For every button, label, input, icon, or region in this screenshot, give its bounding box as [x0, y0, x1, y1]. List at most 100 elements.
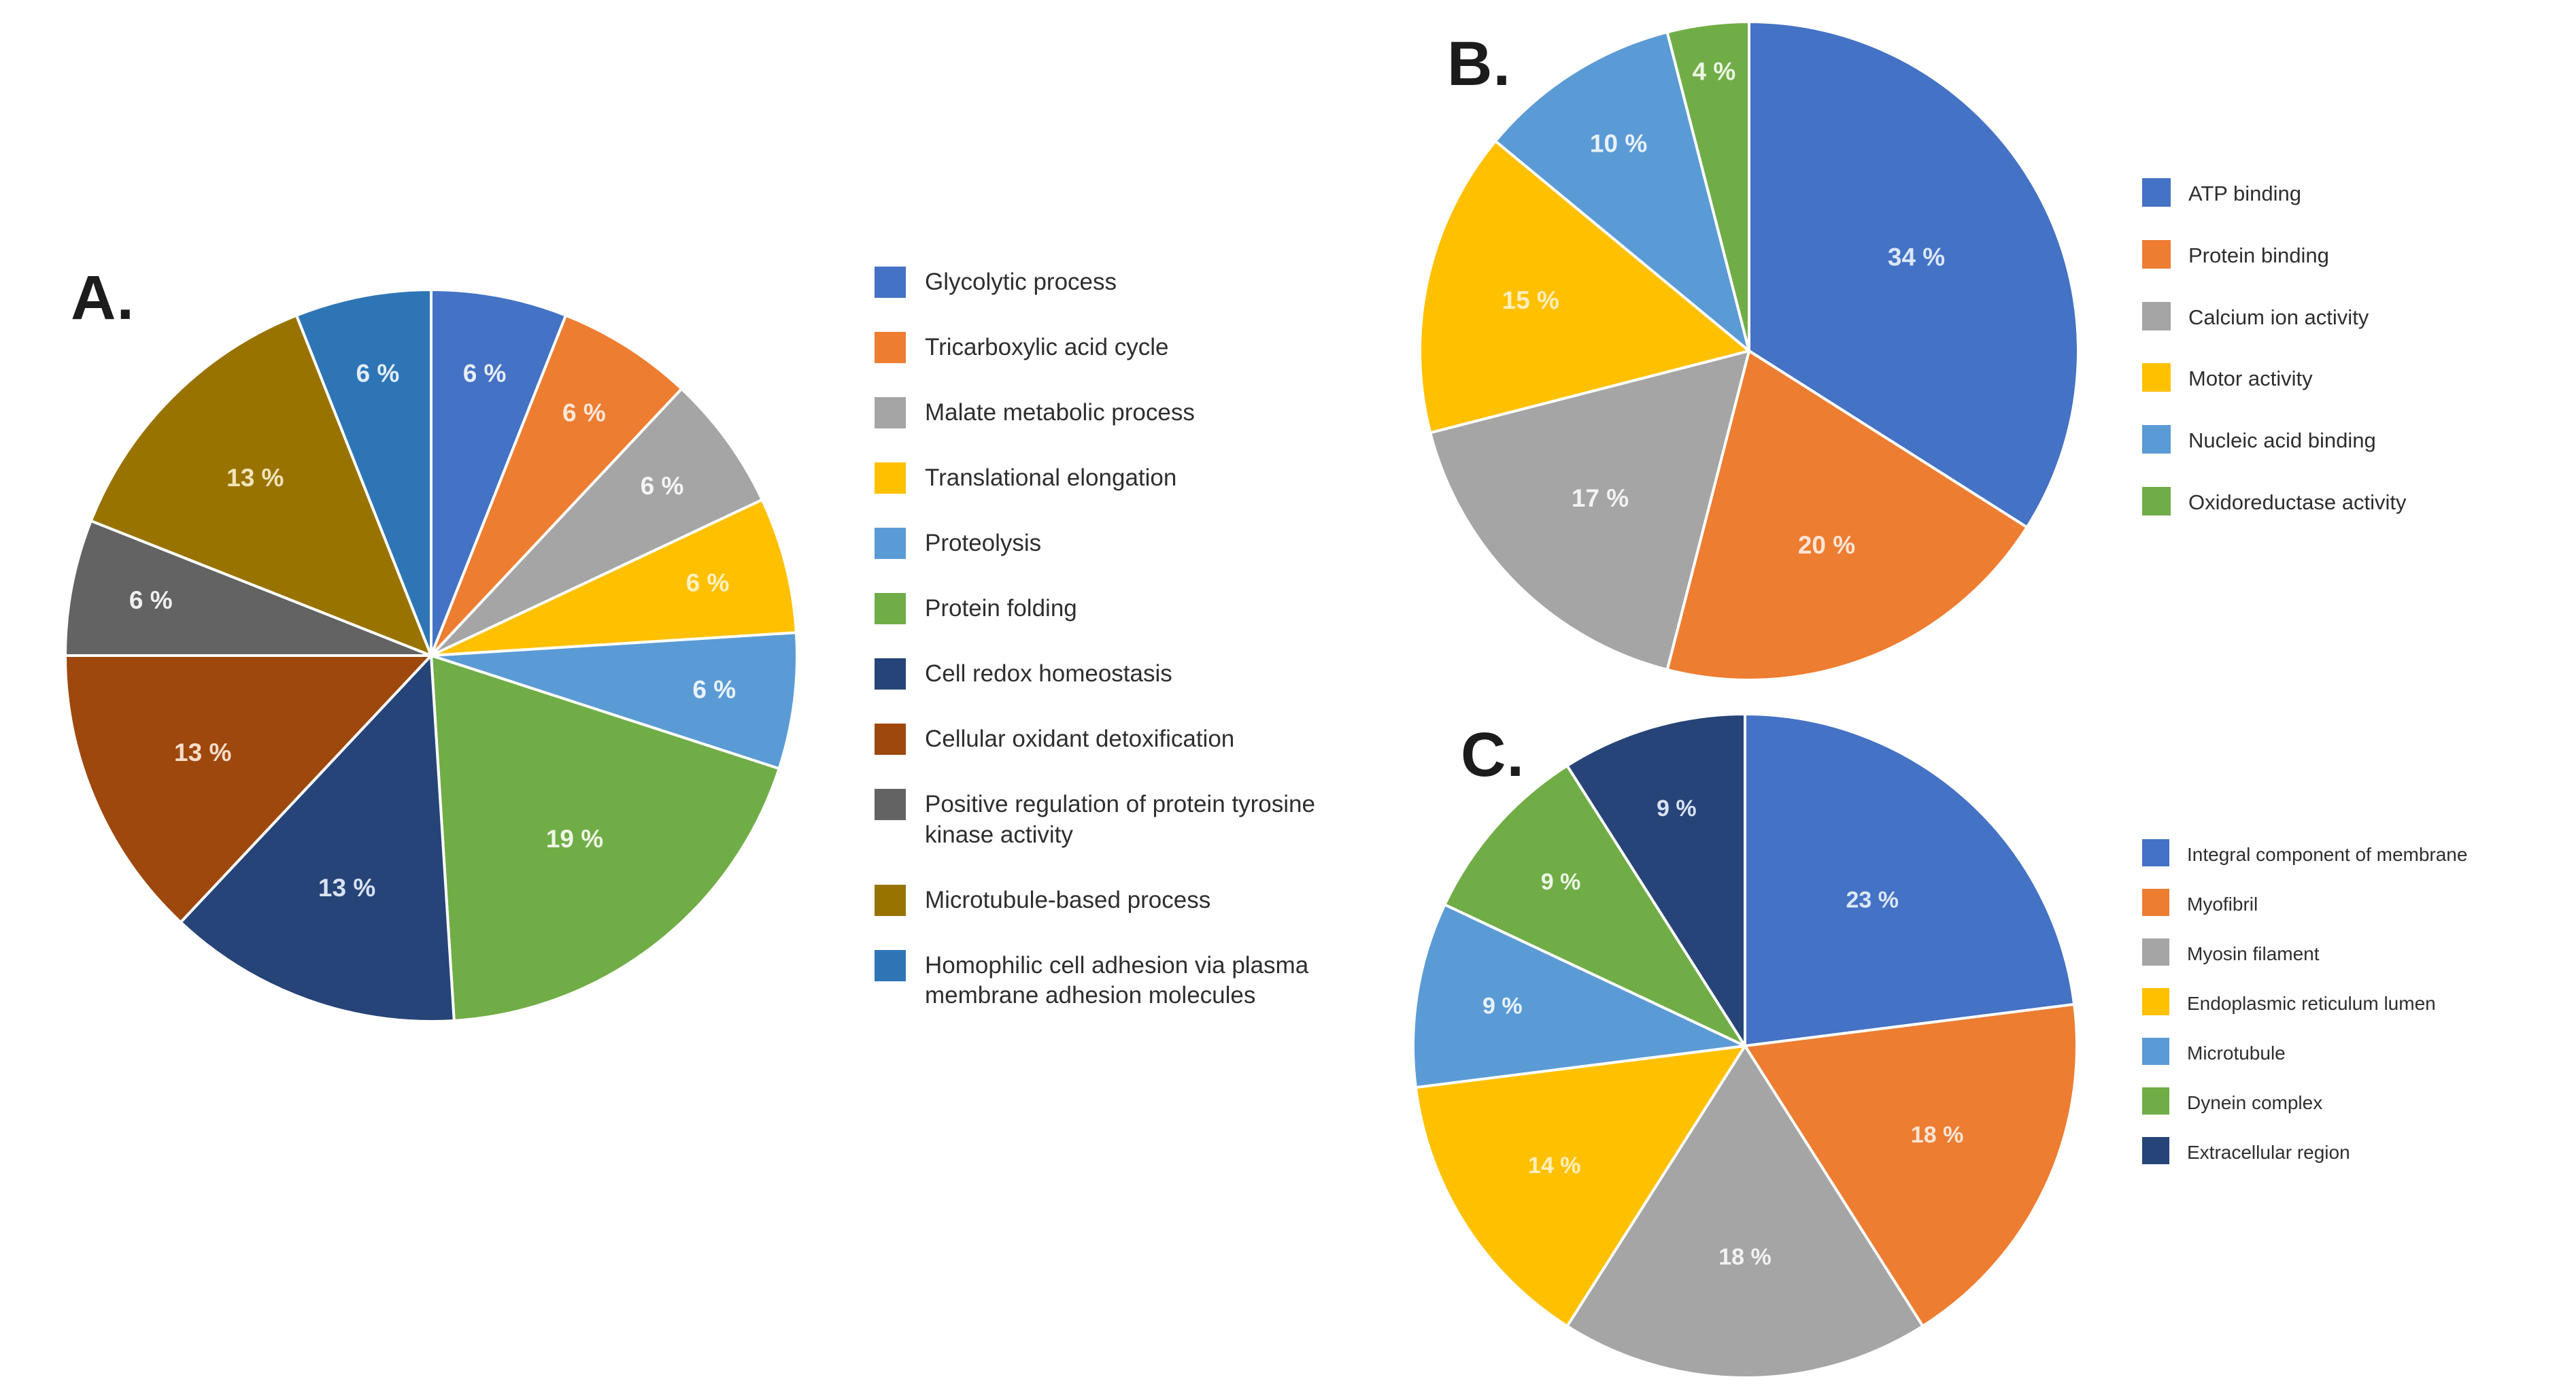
- legend-item: ATP binding: [2142, 178, 2523, 207]
- pie-slice-percentage-label: 34 %: [1888, 243, 1945, 271]
- legend-color-swatch: [2142, 425, 2171, 454]
- legend-item-label: Protein folding: [925, 595, 1077, 622]
- pie-slice: [1414, 1045, 1746, 1328]
- legend-item-label: Extracellular region: [2187, 1142, 2350, 1163]
- pie-slice-percentage-label: 18 %: [1911, 1122, 1964, 1148]
- pie-slice-percentage-label: 6 %: [129, 586, 173, 614]
- legend-color-swatch: [875, 332, 906, 363]
- legend-item: Cellular oxidant detoxification: [875, 724, 1364, 755]
- legend-item-label: Malate metabolic process: [925, 399, 1195, 426]
- legend-item: Microtubule-based process: [875, 884, 1364, 916]
- pie-slice: [430, 498, 798, 657]
- pie-slice: [1744, 713, 2076, 1047]
- legend-color-swatch: [875, 884, 906, 916]
- pie-slice: [64, 519, 433, 657]
- legend-item-label: Myosin filament: [2187, 943, 2320, 964]
- pie-slice: [64, 654, 433, 924]
- pie-slice-percentage-label: 6 %: [692, 675, 736, 703]
- pie-slice-percentage-label: 13 %: [174, 739, 231, 766]
- legend-color-swatch: [2142, 988, 2169, 1015]
- panel-c-label: C.: [1461, 720, 1525, 790]
- legend-item-label: Oxidoreductase activity: [2188, 490, 2407, 514]
- panel-b-label: B.: [1447, 29, 1511, 99]
- pie-slice: [89, 313, 433, 657]
- legend-item-label: Proteolysis: [925, 530, 1042, 556]
- legend-item: Dynein complex: [2142, 1087, 2564, 1115]
- legend-item-label: Cellular oxidant detoxification: [925, 726, 1235, 752]
- pie-chart-b: 34 %20 %17 %15 %10 %4 %: [1419, 20, 2080, 681]
- pie-slice-percentage-label: 14 %: [1528, 1153, 1581, 1179]
- pie-slice-percentage-label: 10 %: [1590, 129, 1647, 157]
- legend-item-label: Cell redox homeostasis: [925, 660, 1172, 687]
- pie-slice: [1412, 903, 1746, 1089]
- pie-slice-percentage-label: 4 %: [1693, 58, 1736, 86]
- pie-slice: [1665, 350, 2029, 681]
- legend-item: Integral component of membrane: [2142, 839, 2564, 866]
- legend-color-swatch: [2142, 301, 2171, 330]
- pie-slice: [1443, 764, 1746, 1047]
- pie-slice: [1565, 1045, 1925, 1379]
- pie-slice-percentage-label: 18 %: [1718, 1244, 1772, 1270]
- legend-color-swatch: [2142, 178, 2171, 207]
- legend-color-swatch: [875, 593, 906, 624]
- legend-color-swatch: [2142, 1087, 2169, 1115]
- pie-slice: [294, 288, 433, 657]
- pie-slice-percentage-label: 13 %: [226, 464, 284, 492]
- legend-item: Nucleic acid binding: [2142, 425, 2523, 454]
- legend-item-label: Calcium ion activity: [2188, 305, 2369, 329]
- legend-item-label: Microtubule: [2187, 1042, 2286, 1064]
- legend-item: Extracellular region: [2142, 1137, 2564, 1164]
- pie-slice-percentage-label: 19 %: [546, 825, 603, 853]
- legend-color-swatch: [2142, 889, 2169, 916]
- pie-slice-percentage-label: 15 %: [1502, 286, 1559, 314]
- legend-item-label: Protein binding: [2188, 243, 2329, 267]
- legend-item: Protein folding: [875, 593, 1364, 624]
- legend-item-label: Positive regulation of protein tyrosine …: [925, 791, 1315, 848]
- legend-color-swatch: [875, 397, 906, 428]
- legend-color-swatch: [2142, 239, 2171, 269]
- legend-item-label: Motor activity: [2188, 367, 2313, 391]
- legend-item: Myofibril: [2142, 889, 2564, 916]
- legend-color-swatch: [2142, 363, 2171, 392]
- legend-item-label: Microtubule-based process: [925, 886, 1211, 913]
- pie-slice-percentage-label: 6 %: [562, 399, 606, 426]
- pie-chart-a: 6 %6 %6 %6 %6 %19 %13 %13 %6 %13 %6 %: [64, 288, 798, 1023]
- pie-slice: [430, 631, 798, 770]
- pie-slice: [1665, 20, 1750, 352]
- legend-item: Calcium ion activity: [2142, 301, 2523, 331]
- legend-item: Glycolytic process: [875, 267, 1364, 298]
- pie-slice: [1419, 139, 1750, 435]
- pie-slice: [430, 387, 764, 657]
- legend-item: Proteolysis: [875, 528, 1364, 559]
- legend-color-swatch: [2142, 486, 2171, 515]
- pie-slice-percentage-label: 6 %: [463, 360, 507, 388]
- pie-slice-percentage-label: 20 %: [1798, 531, 1855, 559]
- legend-color-swatch: [875, 267, 906, 298]
- pie-slice-percentage-label: 6 %: [686, 569, 730, 596]
- pie-slice: [430, 288, 568, 657]
- pie-slice: [1744, 1002, 2078, 1328]
- legend-color-swatch: [875, 658, 906, 690]
- pie-slice-percentage-label: 9 %: [1541, 869, 1581, 895]
- pie-slice: [1429, 350, 1750, 671]
- pie-chart-c: 23 %18 %18 %14 %9 %9 %9 %: [1412, 713, 2078, 1379]
- legend-color-swatch: [2142, 839, 2169, 866]
- legend-item-label: Myofibril: [2187, 894, 2258, 915]
- legend-item: Motor activity: [2142, 363, 2523, 392]
- pie-slice-percentage-label: 23 %: [1846, 887, 1899, 913]
- pie-slice-percentage-label: 6 %: [356, 360, 400, 388]
- pie-slice: [1565, 713, 1746, 1047]
- legend-color-swatch: [875, 789, 906, 820]
- legend-item: Positive regulation of protein tyrosine …: [875, 789, 1364, 851]
- legend-item-label: Nucleic acid binding: [2188, 428, 2376, 452]
- legend-color-swatch: [2142, 1038, 2169, 1065]
- legend-item: Protein binding: [2142, 239, 2523, 269]
- pie-slice-percentage-label: 13 %: [318, 874, 375, 902]
- legend-item-label: Glycolytic process: [925, 269, 1117, 295]
- legend-item-label: Endoplasmic reticulum lumen: [2187, 993, 2436, 1014]
- legend-item-label: Tricarboxylic acid cycle: [925, 334, 1169, 360]
